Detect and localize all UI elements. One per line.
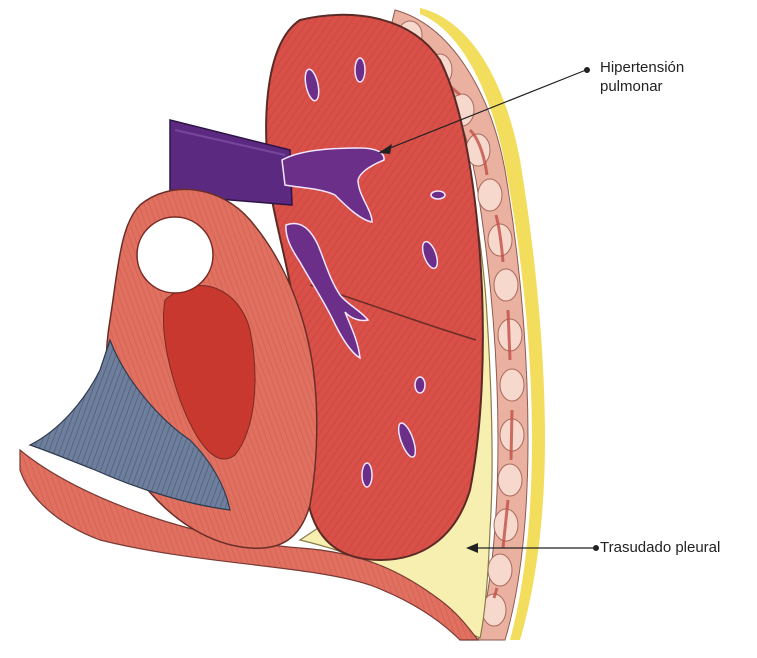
label-hipertension-line1: Hipertensión [600, 58, 684, 77]
dot-markers [584, 67, 599, 551]
label-hipertension-line2: pulmonar [600, 77, 684, 96]
dot-marker-trasudado [593, 545, 599, 551]
label-hipertension-pulmonar: Hipertensión pulmonar [600, 58, 684, 96]
dot-marker-hipertension [584, 67, 590, 73]
label-trasudado-pleural: Trasudado pleural [600, 538, 720, 557]
